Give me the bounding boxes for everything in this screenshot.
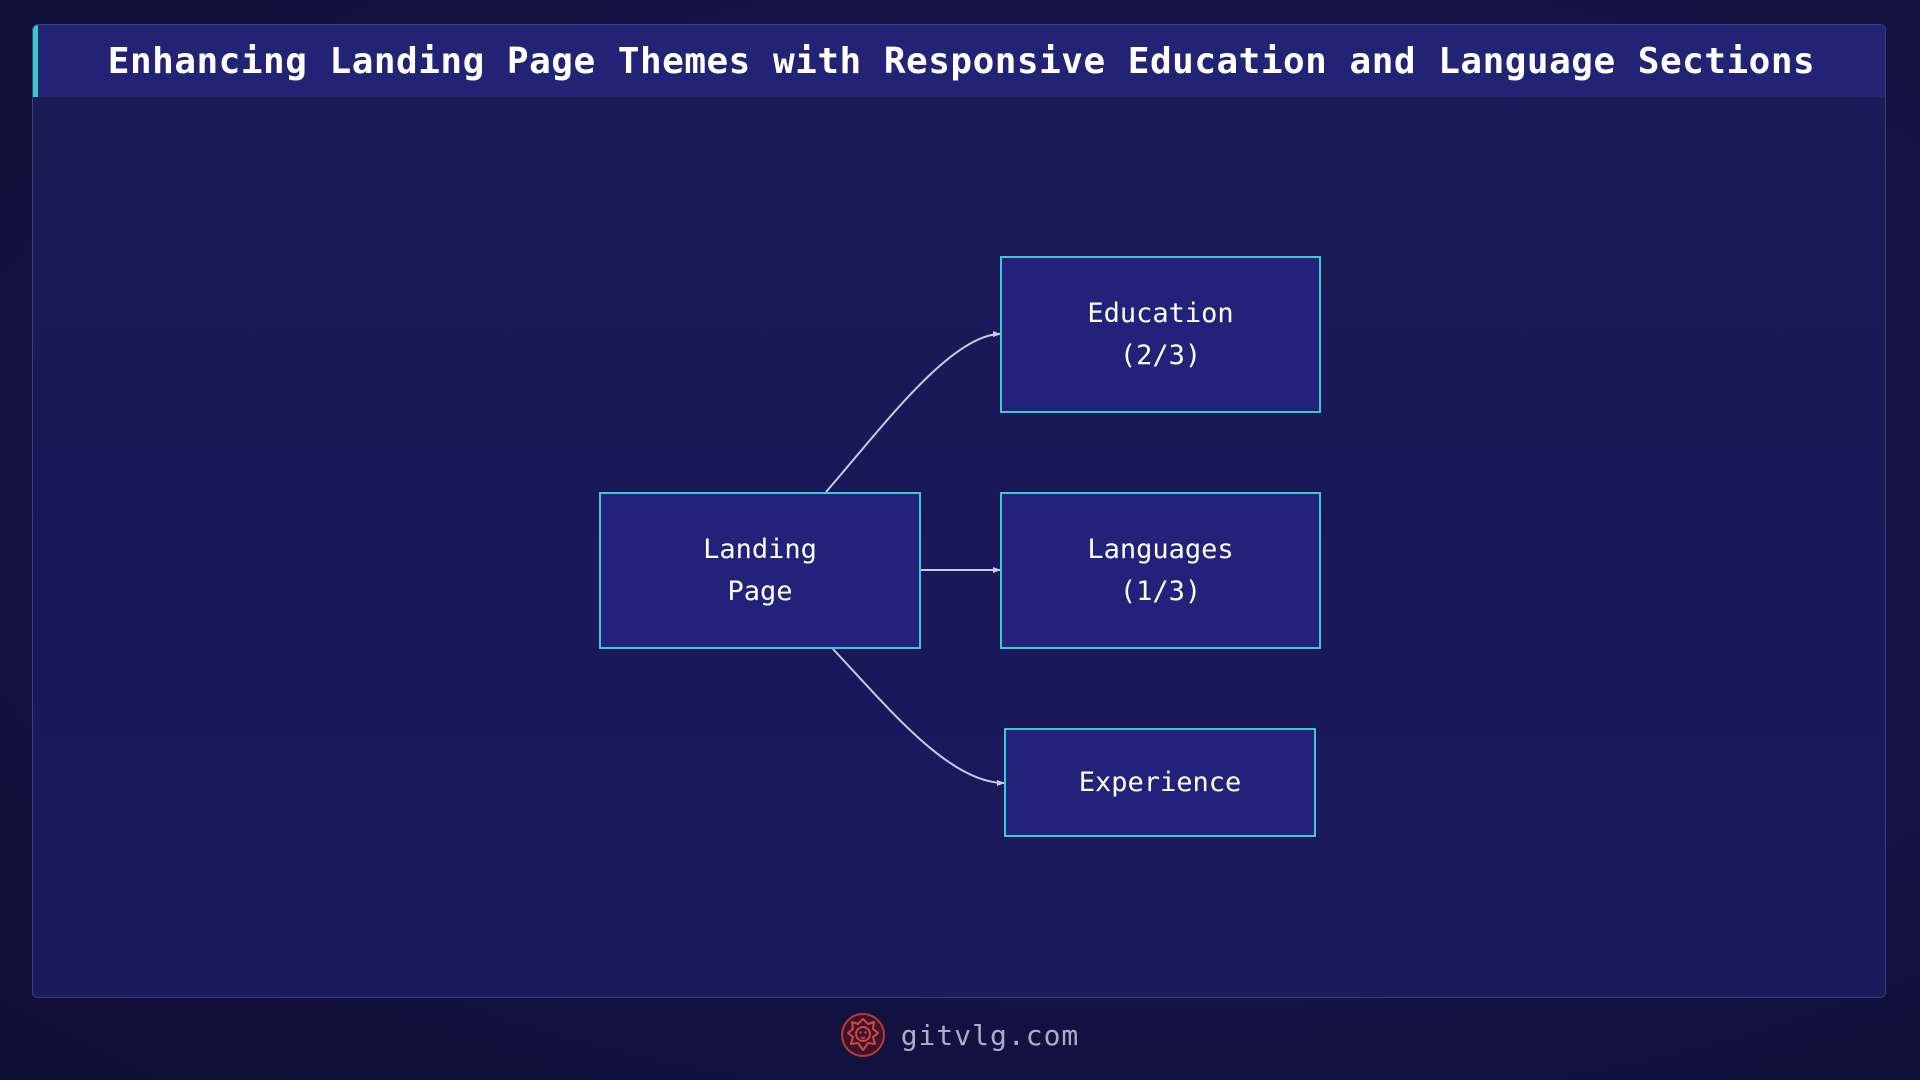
title-bar: Enhancing Landing Page Themes with Respo… (33, 25, 1885, 97)
node-languages: Languages (1/3) (1000, 492, 1321, 649)
node-education-line-1: Education (1087, 297, 1234, 329)
footer: gitvlg.com (0, 1010, 1920, 1060)
node-education: Education (2/3) (1000, 256, 1321, 413)
node-experience-line-1: Experience (1078, 766, 1242, 798)
node-languages-line-2: (1/3) (1119, 575, 1202, 607)
lion-logo-icon (840, 1013, 885, 1057)
node-education-line-2: (2/3) (1119, 339, 1202, 371)
diagram-frame: Enhancing Landing Page Themes with Respo… (32, 24, 1886, 998)
node-landing-page-line-2: Page (727, 575, 793, 607)
footer-site-link[interactable]: gitvlg.com (900, 1018, 1080, 1052)
node-landing-page: Landing Page (599, 492, 921, 649)
node-languages-line-1: Languages (1087, 533, 1234, 565)
page-title: Enhancing Landing Page Themes with Respo… (107, 40, 1816, 82)
node-experience: Experience (1004, 728, 1316, 837)
node-landing-page-line-1: Landing (703, 533, 817, 565)
